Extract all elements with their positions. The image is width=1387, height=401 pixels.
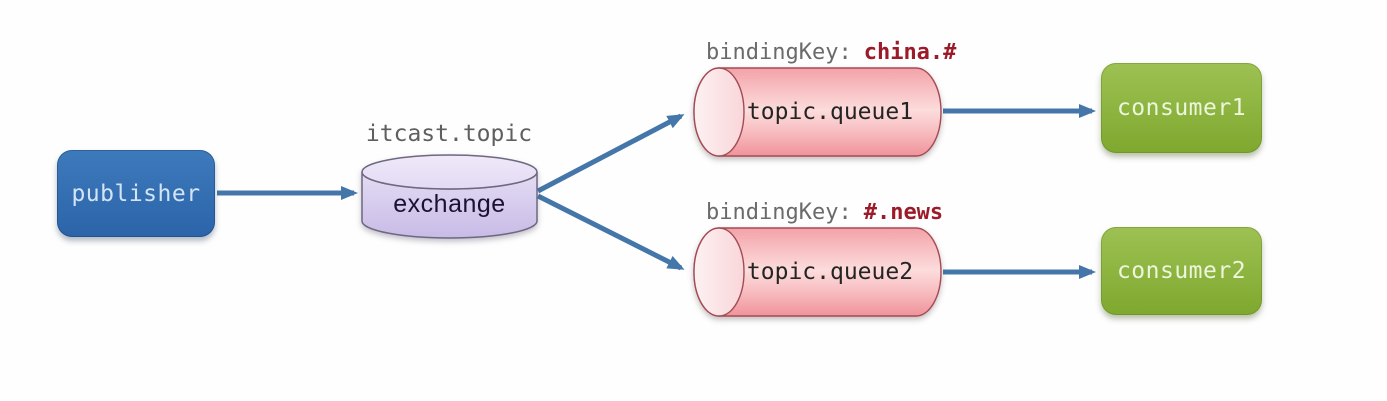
queue2-binding-key-value: #.news (863, 200, 944, 225)
queue2-cylinder (693, 227, 942, 317)
queue1-binding-key-value: china.# (863, 40, 957, 65)
queue1-cylinder-cap (693, 67, 745, 157)
queue2-label: topic.queue2 (746, 259, 914, 285)
exchange-cylinder-top (361, 154, 538, 190)
queue1-cylinder (693, 67, 942, 157)
queue2-binding-key-label: bindingKey: (706, 200, 852, 225)
arrows-group (217, 104, 1097, 280)
queue1-binding-key: bindingKey: china.# (706, 40, 956, 65)
publisher-node: publisher (57, 150, 215, 237)
queue1-label: topic.queue1 (746, 99, 914, 125)
exchange-cylinder (361, 154, 538, 239)
consumer2-label: consumer2 (1116, 258, 1247, 284)
exchange-name-label: itcast.topic (365, 121, 533, 147)
consumer1-label: consumer1 (1116, 95, 1247, 121)
publisher-label: publisher (71, 180, 201, 207)
queue2-cylinder-cap (693, 227, 745, 317)
consumer1-node: consumer1 (1101, 63, 1262, 153)
queue1-binding-key-label: bindingKey: (706, 40, 852, 65)
arrow-exchange-to-queue1 (536, 113, 685, 194)
consumer2-node: consumer2 (1101, 227, 1262, 315)
exchange-label: exchange (393, 189, 506, 218)
queue2-binding-key: bindingKey: #.news (706, 200, 943, 225)
arrow-exchange-to-queue2 (536, 193, 685, 271)
